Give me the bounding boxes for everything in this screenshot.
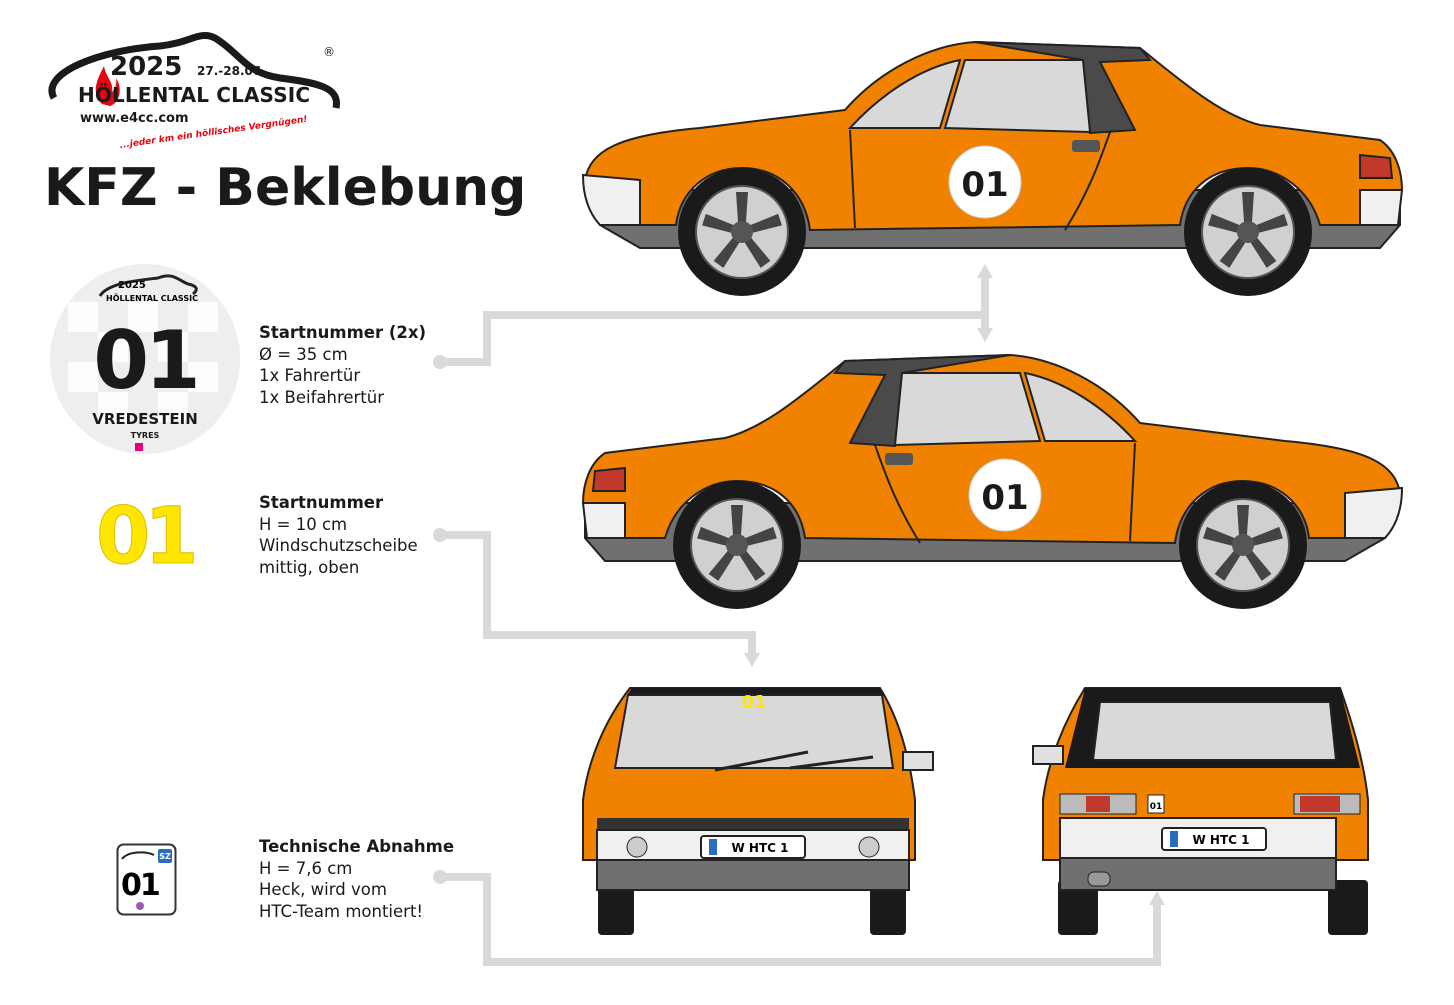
info-line: 1x Fahrertür — [259, 366, 361, 385]
windshield-sticker-number: 01 — [741, 692, 766, 713]
svg-text:HÖLLENTAL CLASSIC: HÖLLENTAL CLASSIC — [106, 293, 198, 303]
info-startnummer-windshield: Startnummer H = 10 cm Windschutzscheibe … — [259, 492, 418, 578]
technical-inspection-sticker: SZ 01 — [116, 843, 177, 916]
info-line: H = 7,6 cm — [259, 858, 353, 878]
car-side-view-left: 01 — [583, 42, 1402, 296]
plate-text: W HTC 1 — [1193, 833, 1250, 847]
yellow-startnumber-sticker: 01 — [96, 492, 200, 583]
logo-registered: ® — [323, 45, 335, 59]
sticker-brand-sub: TYRES — [131, 431, 160, 440]
info-line: Ø = 35 cm — [259, 344, 348, 364]
arrow-down-icon — [977, 328, 993, 342]
car-rear-view: 01 W HTC 1 — [1032, 687, 1369, 935]
sticker-number: 01 — [121, 868, 159, 903]
rear-sticker-number: 01 — [1150, 802, 1163, 812]
arrow-up-icon — [977, 264, 993, 278]
logo-dates: 27.-28.06. — [197, 64, 266, 78]
info-line: HTC-Team montiert! — [259, 901, 424, 921]
info-line: Windschutzscheibe — [259, 536, 418, 555]
car-front-view: 01 W HTC 1 — [582, 687, 934, 935]
door-sticker — [968, 458, 1042, 532]
logo-name: HÖLLENTAL CLASSIC — [78, 83, 310, 107]
door-sticker-number: 01 — [981, 478, 1028, 518]
technical-inspection-sticker-on-car — [1147, 794, 1165, 814]
info-line: 1x Beifahrertür — [259, 387, 385, 407]
info-line: H = 10 cm — [259, 514, 348, 534]
car-side-view-right: 01 — [583, 355, 1402, 609]
sticker-number: 01 — [93, 314, 196, 407]
info-startnummer-door: Startnummer (2x) Ø = 35 cm 1x Fahrertür … — [259, 322, 426, 408]
arrow-down-icon — [744, 653, 760, 667]
info-line: mittig, oben — [259, 557, 360, 577]
info-heading: Startnummer — [259, 493, 384, 512]
connector-rear — [440, 873, 1161, 966]
rear-license-plate: W HTC 1 — [1161, 827, 1267, 851]
info-heading: Technische Abnahme — [259, 837, 455, 856]
logo-url: www.e4cc.com — [80, 111, 189, 126]
front-license-plate: W HTC 1 — [700, 835, 806, 859]
page-title: KFZ - Beklebung — [44, 158, 527, 218]
info-technische-abnahme: Technische Abnahme H = 7,6 cm Heck, wird… — [259, 836, 454, 922]
connector-windshield — [440, 531, 756, 655]
info-line: Heck, wird vom — [259, 880, 387, 899]
hollental-classic-logo: 2025 27.-28.06. HÖLLENTAL CLASSIC www.e4… — [48, 31, 340, 151]
round-startnumber-sticker: 2025 HÖLLENTAL CLASSIC 01 VREDESTEIN TYR… — [50, 264, 240, 454]
logo-year: 2025 — [110, 52, 182, 82]
svg-text:2025: 2025 — [118, 280, 146, 291]
door-sticker-number: 01 — [961, 165, 1008, 205]
plate-text: W HTC 1 — [732, 841, 789, 855]
connector-startnummer-door — [440, 311, 985, 366]
arrow-up-icon — [1149, 891, 1165, 905]
sz-badge: SZ — [159, 852, 171, 861]
door-sticker — [948, 145, 1022, 219]
info-heading: Startnummer (2x) — [259, 323, 427, 342]
sticker-brand: VREDESTEIN — [92, 410, 198, 428]
